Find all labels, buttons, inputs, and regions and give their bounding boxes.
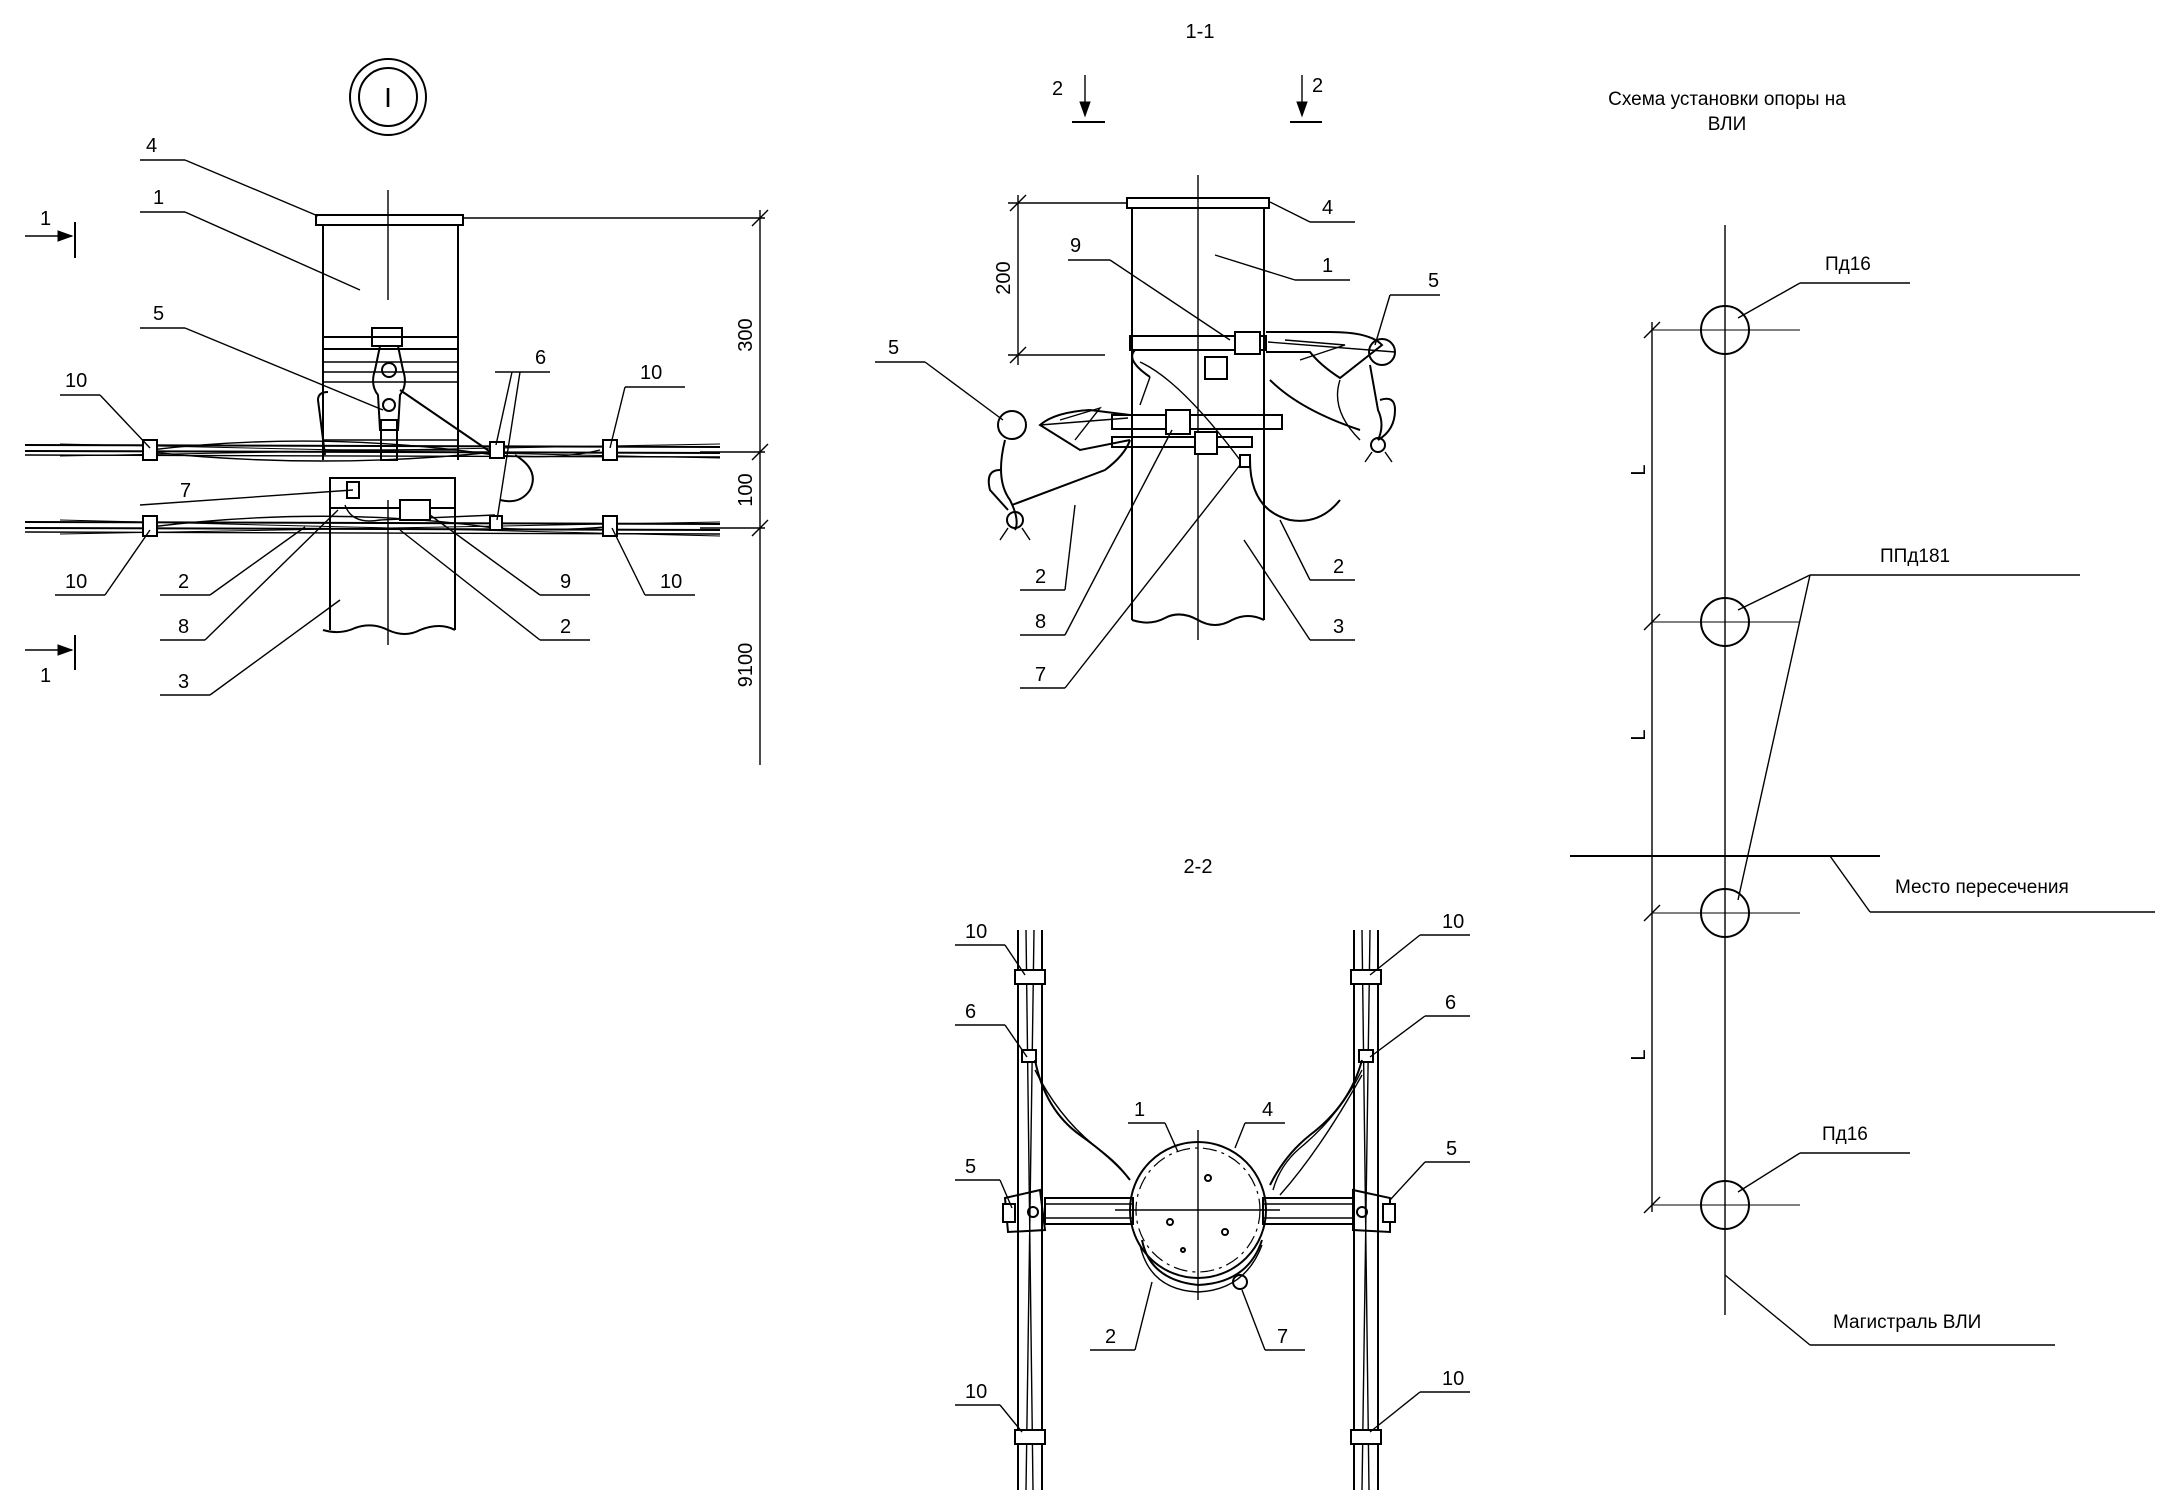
section-1-label-top: 1 (40, 208, 51, 230)
section-1-1-view: 1-1 2 2 (875, 21, 1440, 689)
span-label-1: L (1628, 464, 1650, 475)
main-callout-9: 9 (560, 571, 571, 593)
s11-callout-5b: 5 (1428, 270, 1439, 292)
main-callout-1: 1 (153, 187, 164, 209)
section-1-1-title: 1-1 (1186, 21, 1215, 43)
label-mainline: Магистраль ВЛИ (1833, 1312, 1981, 1333)
main-callout-2b: 2 (560, 616, 571, 638)
label-support-bottom: Пд16 (1822, 1124, 1868, 1145)
scheme-title-line1: Схема установки опоры на (1608, 89, 1846, 110)
s22-callout-6b: 6 (1445, 992, 1456, 1014)
section-1-label-bottom: 1 (40, 665, 51, 687)
main-view: I (24, 58, 769, 765)
s11-callout-2b: 2 (1333, 556, 1344, 578)
label-crossing: Место пересечения (1895, 877, 2069, 898)
view-marker-I: I (349, 58, 427, 136)
label-support-top: Пд16 (1825, 254, 1871, 275)
left-cable-bundle (1014, 929, 1131, 1491)
dim-200: 200 (993, 261, 1015, 294)
section-2-label-left: 2 (1052, 78, 1063, 100)
main-callout-10c: 10 (65, 571, 87, 593)
section-2-label-right: 2 (1312, 75, 1323, 97)
dim-9100: 9100 (735, 643, 757, 688)
section-2-2-leaders: 10 10 6 6 1 4 5 5 2 7 10 10 (955, 911, 1470, 1433)
main-callout-2a: 2 (178, 571, 189, 593)
support-bottom (1652, 1180, 1800, 1230)
upper-conductor-bundle (24, 439, 721, 462)
support-top (1652, 305, 1800, 355)
s22-callout-5b: 5 (1446, 1138, 1457, 1160)
main-callout-10a: 10 (65, 370, 87, 392)
pole-main (315, 190, 534, 645)
label-support-mid: ППд181 (1880, 546, 1950, 567)
right-cable-bundle (1269, 929, 1382, 1491)
s22-callout-10d: 10 (1442, 1368, 1464, 1390)
dim-300: 300 (735, 318, 757, 351)
s22-callout-6a: 6 (965, 1001, 976, 1023)
support-mid (1652, 597, 1800, 647)
section-1-1-leaders: 4 9 1 5 5 2 8 7 2 3 (875, 197, 1440, 689)
s22-callout-10c: 10 (965, 1381, 987, 1403)
s11-callout-9: 9 (1070, 235, 1081, 257)
section-2-2-title: 2-2 (1184, 856, 1213, 878)
s22-callout-10a: 10 (965, 921, 987, 943)
section-1-marks: 1 1 (25, 208, 76, 687)
s22-callout-5a: 5 (965, 1156, 976, 1178)
s22-callout-4: 4 (1262, 1099, 1273, 1121)
pole-section-2-2 (1002, 1130, 1396, 1300)
section-2-2-view: 2-2 (955, 856, 1470, 1491)
installation-scheme: Схема установки опоры на ВЛИ L L L Пд16 (1570, 89, 2155, 1346)
main-callout-8: 8 (178, 616, 189, 638)
main-leaders: 4 1 5 6 10 10 7 10 2 8 3 9 2 10 (55, 135, 695, 696)
main-callout-5: 5 (153, 303, 164, 325)
s22-callout-7: 7 (1277, 1326, 1288, 1348)
s22-callout-2: 2 (1105, 1326, 1116, 1348)
section-2-marks: 2 2 (1052, 75, 1323, 123)
support-cross (1652, 888, 1800, 938)
scheme-leaders: Пд16 ППд181 Место пересечения Пд16 Магис… (1724, 254, 2155, 1346)
main-callout-3: 3 (178, 671, 189, 693)
s11-callout-8: 8 (1035, 611, 1046, 633)
s11-callout-7: 7 (1035, 664, 1046, 686)
s22-callout-10b: 10 (1442, 911, 1464, 933)
s11-callout-2a: 2 (1035, 566, 1046, 588)
main-dimensions: 300 100 9100 (463, 209, 769, 765)
pole-1-1 (987, 175, 1397, 640)
s22-callout-1: 1 (1134, 1099, 1145, 1121)
view-marker-label: I (384, 82, 392, 113)
s11-callout-4: 4 (1322, 197, 1333, 219)
main-callout-10d: 10 (660, 571, 682, 593)
main-callout-6: 6 (535, 347, 546, 369)
scheme-title-line2: ВЛИ (1708, 114, 1747, 135)
span-dimensions: L L L (1628, 321, 1661, 1214)
s11-callout-3: 3 (1333, 616, 1344, 638)
span-label-3: L (1628, 1049, 1650, 1060)
span-label-2: L (1628, 729, 1650, 740)
dim-1-1-200: 200 (993, 194, 1127, 365)
main-callout-7: 7 (180, 480, 191, 502)
main-callout-10b: 10 (640, 362, 662, 384)
dim-100: 100 (735, 473, 757, 506)
s11-callout-1: 1 (1322, 255, 1333, 277)
s11-callout-5a: 5 (888, 337, 899, 359)
main-callout-4: 4 (146, 135, 157, 157)
